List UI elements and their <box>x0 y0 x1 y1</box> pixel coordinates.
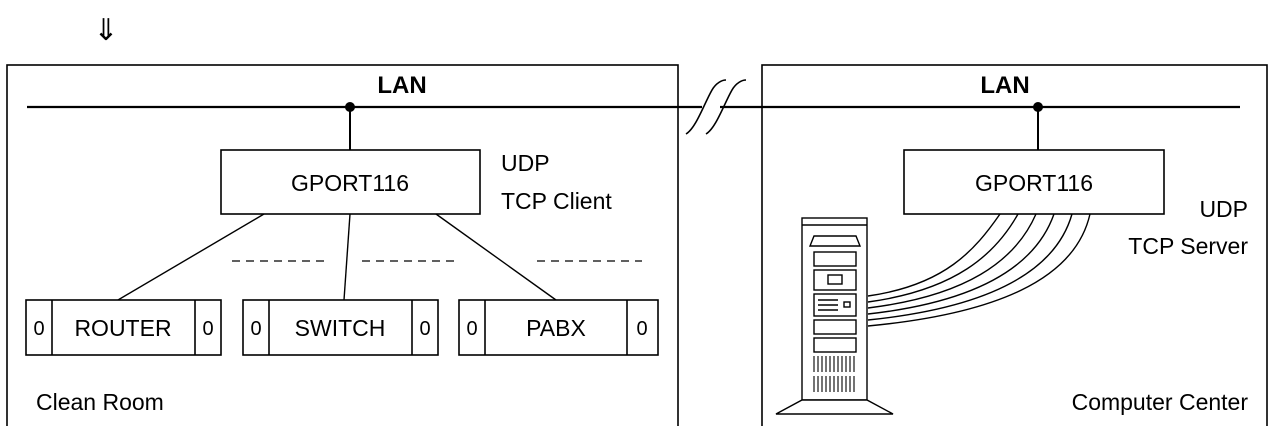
mode-line-tcp-server: TCP Server <box>1128 233 1248 259</box>
gport116-box-right <box>903 149 1165 215</box>
lan-label-left: LAN <box>377 72 426 99</box>
clean-room-label: Clean Room <box>36 389 164 415</box>
pabx-port-left: 0 <box>466 318 477 340</box>
clean-room-frame <box>6 64 679 426</box>
computer-center-site: LAN GPORT116 UDP TCP Server <box>720 64 1268 426</box>
mode-line-tcp-client: TCP Client <box>501 188 612 214</box>
mode-line-udp-right: UDP <box>1199 196 1248 222</box>
router-device: 0 ROUTER 0 <box>25 299 222 356</box>
link-switch <box>343 213 351 301</box>
pabx-device: 0 PABX 0 <box>458 299 659 356</box>
clean-room-site: LAN GPORT116 UDP TCP Client 0 ROUTER 0 <box>6 64 702 426</box>
mode-line-udp-left: UDP <box>501 150 550 176</box>
router-label: ROUTER <box>74 315 171 341</box>
gport116-label-left: GPORT116 <box>291 170 409 196</box>
gport116-box-left <box>220 149 481 215</box>
computer-center-frame <box>761 64 1268 426</box>
computer-center-label: Computer Center <box>1072 389 1249 415</box>
serial-cables <box>867 213 1091 327</box>
switch-port-left: 0 <box>250 318 261 340</box>
link-router <box>117 213 265 301</box>
router-port-right: 0 <box>202 318 213 340</box>
gport116-label-right: GPORT116 <box>975 170 1093 196</box>
switch-port-right: 0 <box>419 318 430 340</box>
lan-label-right: LAN <box>980 72 1029 99</box>
switch-label: SWITCH <box>295 315 386 341</box>
link-pabx <box>435 213 557 301</box>
pabx-label: PABX <box>526 315 586 341</box>
server-tower-icon <box>775 217 894 415</box>
router-port-left: 0 <box>33 318 44 340</box>
down-arrow-icon: ⇓ <box>93 14 118 47</box>
pabx-port-right: 0 <box>636 318 647 340</box>
link-break-symbol <box>685 79 747 135</box>
switch-device: 0 SWITCH 0 <box>242 299 439 356</box>
